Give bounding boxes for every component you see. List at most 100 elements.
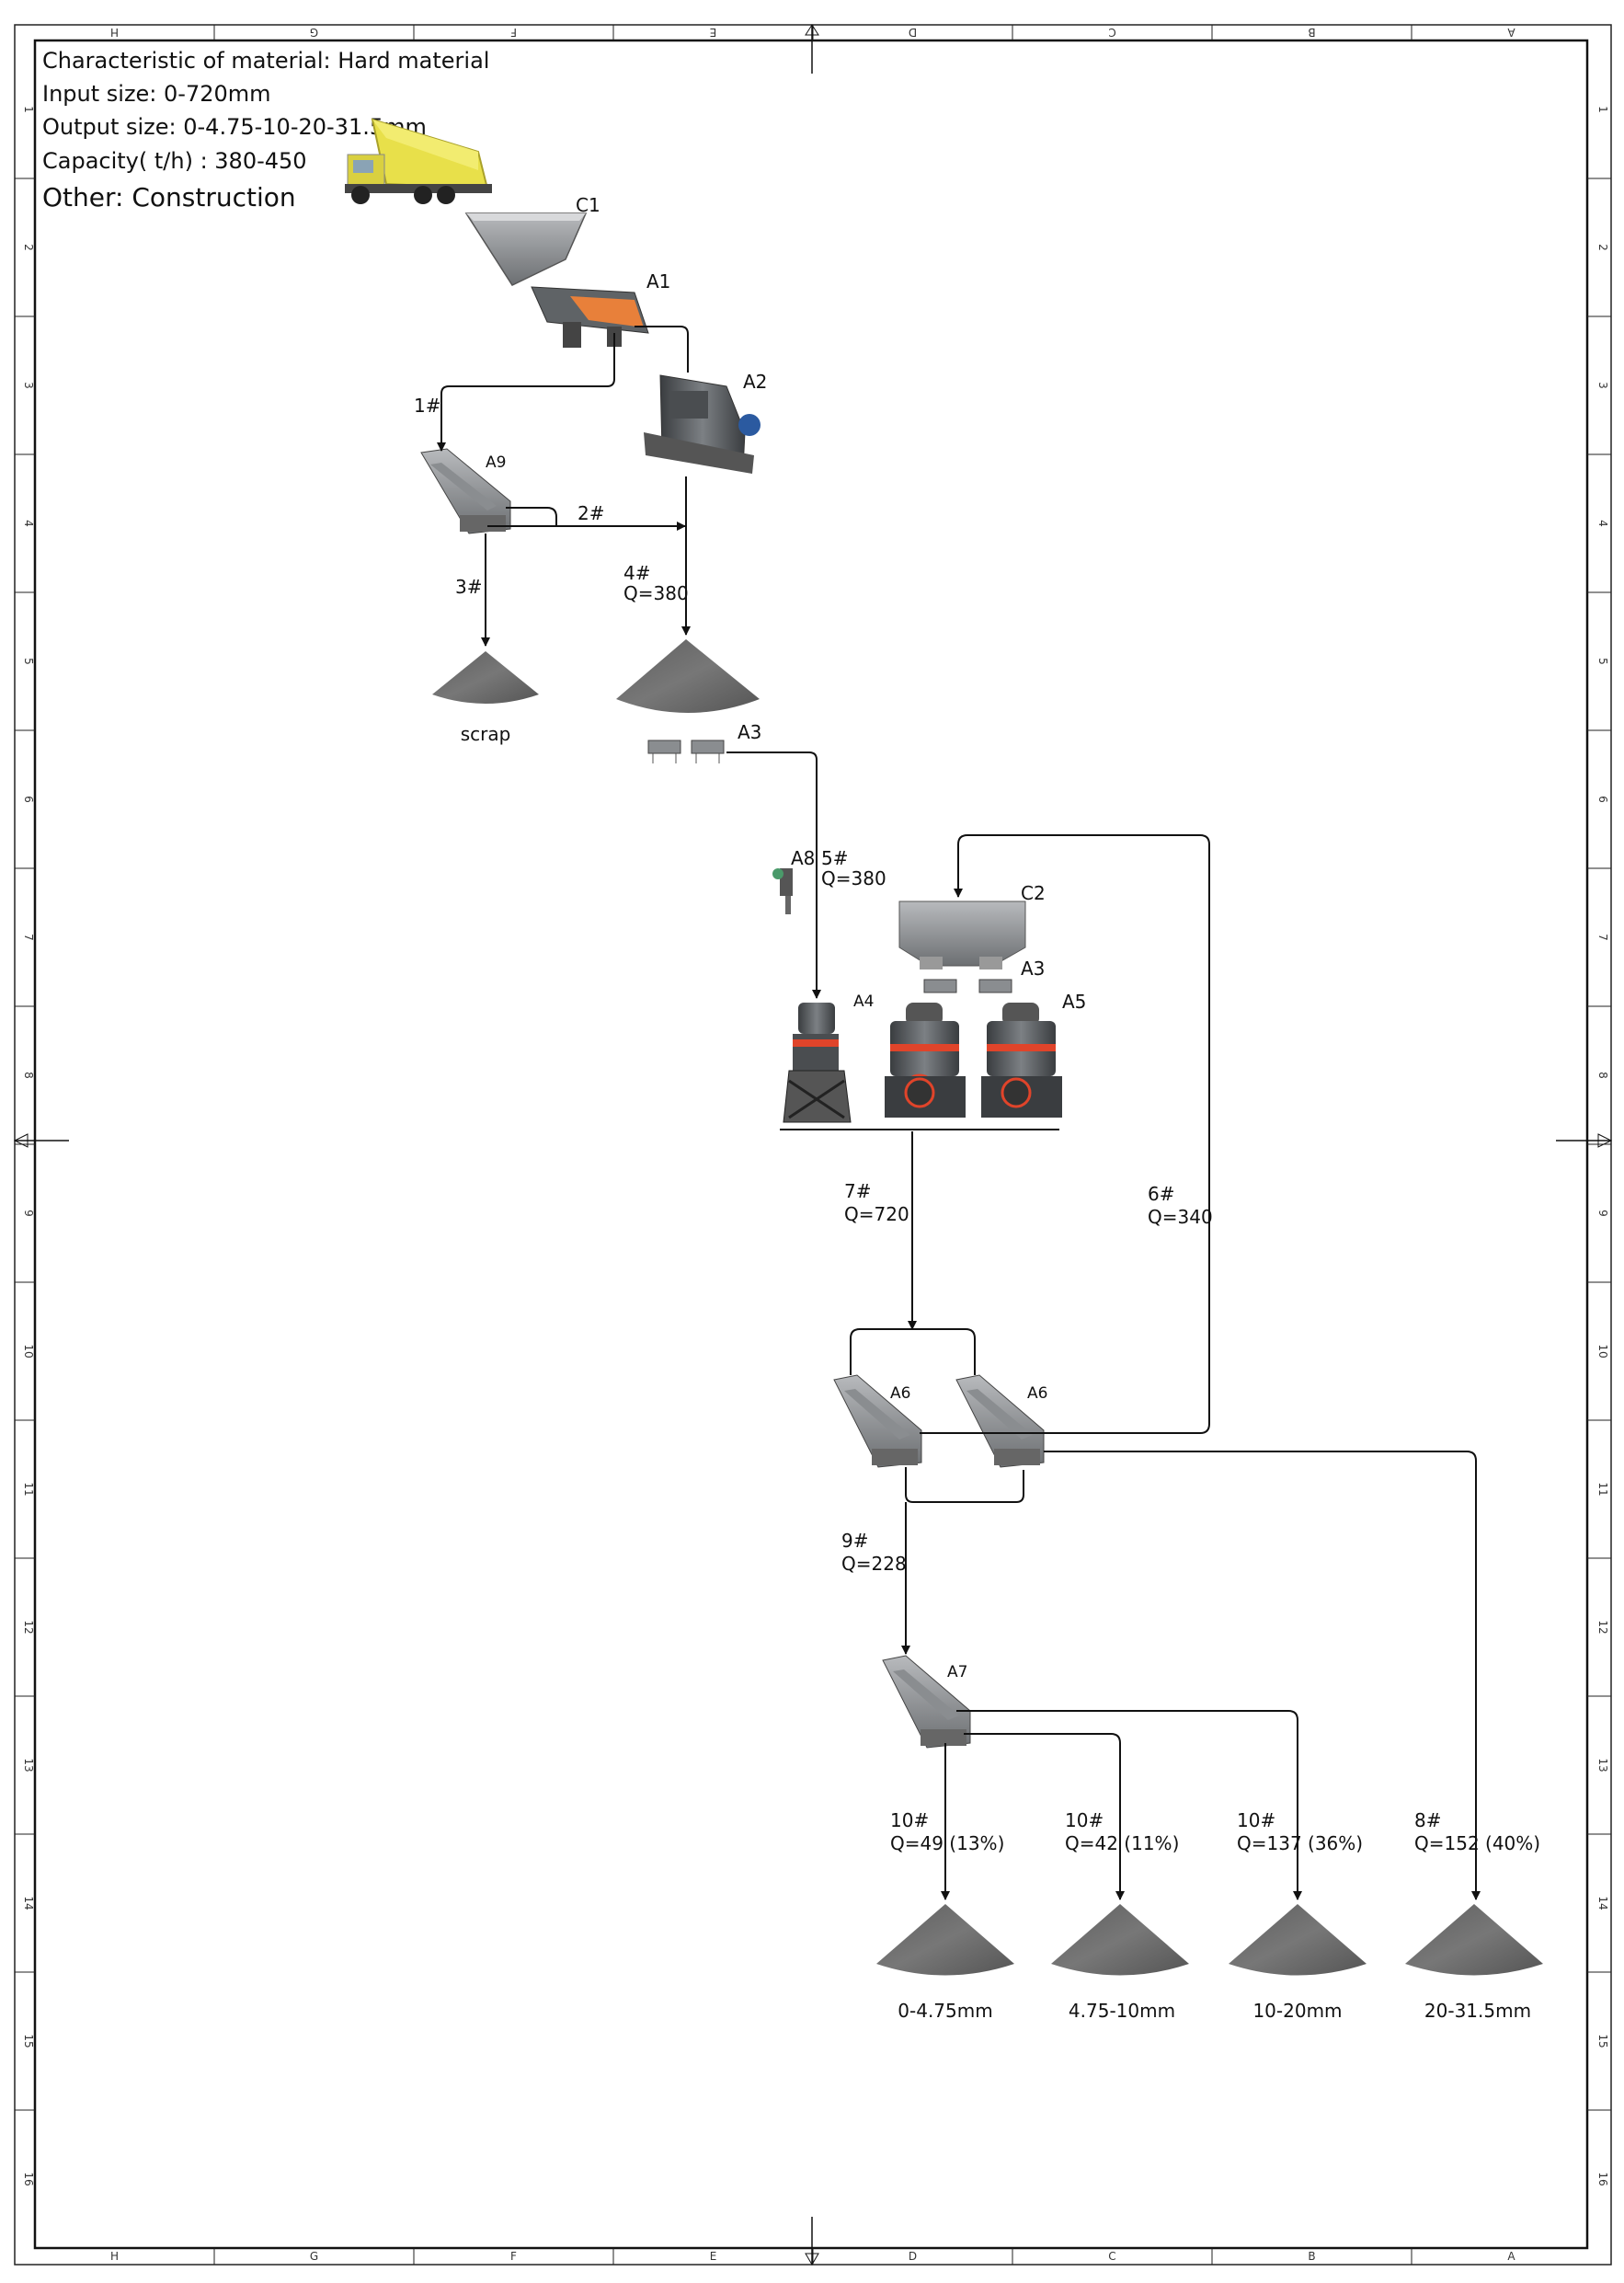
frame-row-label: 3 [1596,382,1609,389]
other-text: Other: Construction [42,182,296,212]
frame-row-label: 5 [22,658,35,665]
pile-label-scrap: scrap [461,723,511,745]
capacity-text: Capacity( t/h) : 380-450 [42,148,307,174]
screen-a7-icon [882,1655,971,1749]
flow-label-4: 4# [623,562,650,584]
frame-row-label: 10 [1596,1344,1609,1358]
frame-col-label: A [1507,2250,1515,2263]
frame-col-label: G [310,2250,318,2263]
frame-row-label: 8 [1596,1072,1609,1079]
screen-a9-icon [420,448,511,534]
label-c1: C1 [576,194,600,216]
hopper-c1-icon [464,212,588,286]
frame-row-label: 13 [1596,1758,1609,1772]
intermediate-stockpile [616,639,760,713]
product-flow-label-2-q: Q=42 (11%) [1065,1832,1179,1854]
flow-1-line [437,333,615,452]
label-a8: A8 [791,847,815,869]
frame-col-label: G [310,26,318,39]
frame-row-label: 3 [22,382,35,389]
flow-a6-join-line [905,1467,1024,1503]
product-flow-label-1-q: Q=49 (13%) [890,1832,1004,1854]
flow-lines [437,326,1481,1900]
frame-col-label: F [510,2250,517,2263]
product-pile-1 [876,1904,1014,1976]
label-a9: A9 [486,453,506,472]
jaw-crusher-a2-icon [644,374,761,474]
frame-row-label: 14 [22,1896,35,1910]
flow-label-7-q: Q=720 [844,1203,909,1225]
frame-row-label: 4 [1596,520,1609,527]
label-a3-c2: A3 [1021,958,1045,980]
product-flow-label-3-q: Q=137 (36%) [1237,1832,1363,1854]
flow-a6-split-line [850,1328,976,1375]
frame-row-label: 1 [1596,106,1609,113]
product-pile-4 [1405,1904,1543,1976]
pile-label-product-1: 0-4.75mm [898,2000,992,2022]
frame-row-label: 7 [22,934,35,941]
frame-row-label: 2 [1596,244,1609,251]
frame-col-label: H [110,2250,119,2263]
flow-label-5: 5# [821,847,848,869]
label-a6-right: A6 [1027,1384,1047,1403]
frame-row-label: 9 [1596,1210,1609,1217]
flow-8-line [1044,1451,1481,1900]
pile-label-product-2: 4.75-10mm [1069,2000,1175,2022]
label-a2: A2 [743,371,767,393]
frame-row-label: 11 [1596,1482,1609,1496]
label-a4: A4 [853,992,874,1011]
label-a6-left: A6 [890,1384,910,1403]
dump-truck-icon [345,118,492,204]
scrap-pile [432,651,539,704]
cone-crusher-a4-icon [783,1003,852,1123]
output-size-text: Output size: 0-4.75-10-20-31.5mm [42,114,427,140]
label-a3-top: A3 [738,721,761,743]
pile-label-product-3: 10-20mm [1252,2000,1342,2022]
flow-label-9: 9# [841,1530,868,1552]
screen-a6-right-icon [955,1374,1045,1468]
flow-label-2: 2# [578,502,604,524]
flow-label-9-q: Q=228 [841,1553,907,1575]
frame-row-label: 4 [22,520,35,527]
flow-label-1: 1# [414,395,440,417]
frame-col-label: D [909,2250,917,2263]
material-text: Characteristic of material: Hard materia… [42,48,489,74]
label-c2: C2 [1021,882,1046,904]
frame-row-label: 7 [1596,934,1609,941]
frame-col-label: E [710,26,717,39]
product-flow-label-3: 10# [1237,1809,1275,1831]
screen-a6-left-icon [833,1374,922,1468]
frame-col-label: H [110,26,119,39]
frame-col-label: A [1507,26,1515,39]
frame-row-label: 9 [22,1210,35,1217]
frame-col-label: B [1308,2250,1315,2263]
frame-col-label: C [1108,2250,1115,2263]
frame-row-label: 2 [22,244,35,251]
frame-col-label: D [909,26,917,39]
frame-row-label: 16 [1596,2172,1609,2185]
frame-col-label: C [1108,26,1115,39]
frame-row-label: 1 [22,106,35,113]
input-size-text: Input size: 0-720mm [42,81,271,107]
flow-label-6: 6# [1148,1183,1174,1205]
frame-row-label: 15 [22,2034,35,2048]
flow-a1-a2-line [635,326,689,373]
product-pile-3 [1229,1904,1367,1976]
flow-label-4-q: Q=380 [623,582,689,604]
label-a1: A1 [646,270,670,293]
flow-2-line [506,507,686,531]
product-flow-label-4: 8# [1414,1809,1441,1831]
cone-crusher-a5-right-icon [981,1003,1062,1118]
feeder-a3-top-icon [647,740,725,763]
label-a5: A5 [1062,991,1086,1013]
frame-col-label: E [710,2250,717,2263]
flow-10c-line [956,1710,1302,1900]
flow-label-7: 7# [844,1180,871,1202]
flow-label-3: 3# [455,576,482,598]
product-flow-label-4-q: Q=152 (40%) [1414,1832,1540,1854]
feeder-a1-icon [531,286,649,348]
frame-col-label: B [1308,26,1315,39]
frame-row-label: 5 [1596,658,1609,665]
label-a7: A7 [947,1663,967,1681]
frame-row-label: 15 [1596,2034,1609,2048]
